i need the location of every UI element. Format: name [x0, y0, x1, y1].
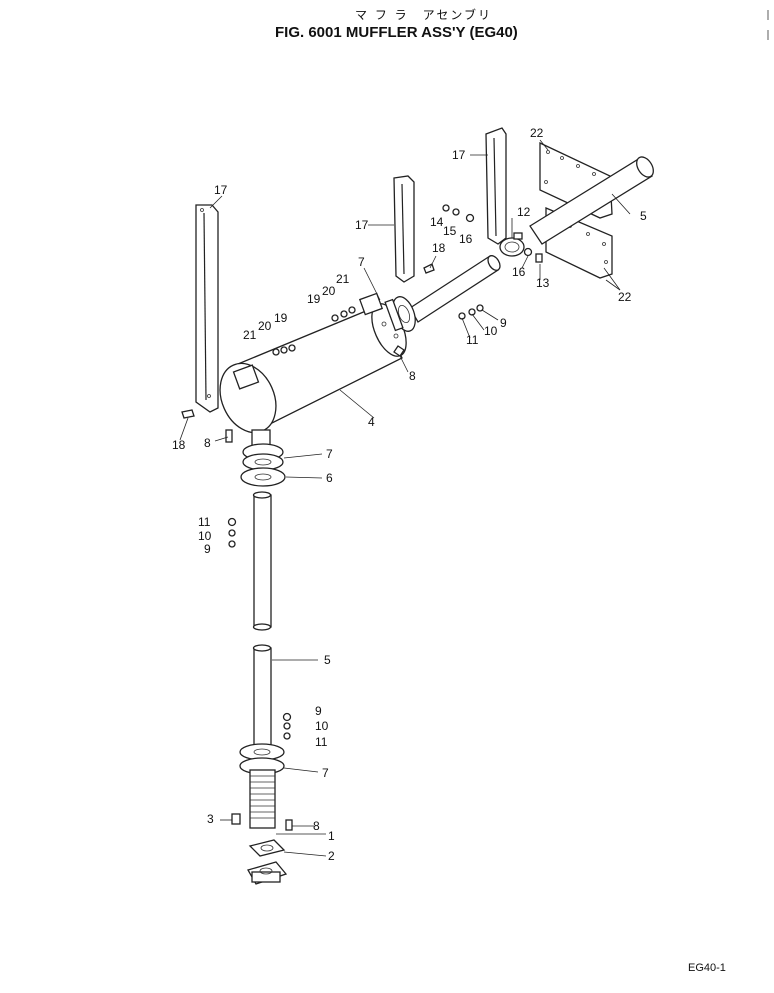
- bracket-17-right: [485, 127, 507, 245]
- callout-13: 13: [536, 276, 550, 290]
- callout-15: 15: [443, 224, 457, 238]
- callout-20-left: 20: [258, 319, 272, 333]
- callout-16-upper: 16: [459, 232, 473, 246]
- callout-18-upper: 18: [432, 241, 446, 255]
- callout-22-lower: 22: [618, 290, 632, 304]
- tail-pipe: [409, 255, 501, 323]
- pipe-5-lower: [252, 644, 272, 751]
- callout-9-middle: 9: [204, 542, 211, 556]
- callout-19-left: 19: [274, 311, 288, 325]
- callout-22-upper: 22: [530, 126, 544, 140]
- callout-4: 4: [368, 415, 375, 429]
- callout-14: 14: [430, 215, 444, 229]
- pipe-5-upper: [529, 156, 654, 245]
- callout-9-upper: 9: [500, 316, 507, 330]
- figure-title: FIG. 6001 MUFFLER ASS'Y (EG40): [275, 24, 518, 41]
- callout-11-upper: 11: [466, 333, 479, 347]
- callout-11-middle: 11: [198, 515, 211, 529]
- gasket-2: [248, 839, 286, 857]
- gasket-7-upper: [242, 443, 284, 471]
- callout-21-right: 21: [336, 272, 350, 286]
- figure-title-japanese: マ フ ラ アセンブリ: [355, 8, 493, 22]
- muffler-4: [219, 292, 407, 434]
- exhaust-pipe-middle: [252, 491, 272, 631]
- callout-10-upper: 10: [484, 324, 498, 338]
- callout-2: 2: [328, 849, 335, 863]
- callout-5-upper: 5: [640, 209, 647, 223]
- callout-7-bottom: 7: [322, 766, 329, 780]
- bellows-1: [249, 769, 276, 829]
- callout-8-lower: 8: [313, 819, 320, 833]
- callout-9-lower: 9: [315, 704, 322, 718]
- callout-21-left: 21: [243, 328, 257, 342]
- callout-17-center: 17: [355, 218, 369, 232]
- callout-3: 3: [207, 812, 214, 826]
- base-flange: [247, 861, 288, 885]
- callout-8-upper: 8: [409, 369, 416, 383]
- callout-20-right: 20: [322, 284, 336, 298]
- callout-16-lower: 16: [512, 265, 526, 279]
- callout-labels: 17 17 17 22 22 5 5 12 13 14 15 16 16 18 …: [172, 126, 647, 863]
- outlet-flange: [384, 296, 416, 332]
- callout-19-right: 19: [307, 292, 321, 306]
- callout-17-left: 17: [214, 183, 228, 197]
- callout-1: 1: [328, 829, 335, 843]
- fasteners: [181, 204, 543, 831]
- callout-18-lower: 18: [172, 438, 186, 452]
- bracket-17-left: [195, 204, 219, 413]
- callout-11-lower: 11: [315, 735, 328, 749]
- page-code: EG40-1: [688, 962, 726, 974]
- callout-8-middle: 8: [204, 436, 211, 450]
- flange-6: [240, 467, 286, 487]
- leader-lines: [179, 139, 631, 857]
- callout-7-middle: 7: [326, 447, 333, 461]
- callout-10-lower: 10: [315, 719, 329, 733]
- callout-7-top: 7: [358, 255, 365, 269]
- clamp-12: [499, 232, 525, 257]
- callout-12: 12: [517, 205, 531, 219]
- callout-17-right: 17: [452, 148, 466, 162]
- callout-10-middle: 10: [198, 529, 212, 543]
- callout-6: 6: [326, 471, 333, 485]
- bracket-17-center: [393, 175, 415, 283]
- callout-5-lower: 5: [324, 653, 331, 667]
